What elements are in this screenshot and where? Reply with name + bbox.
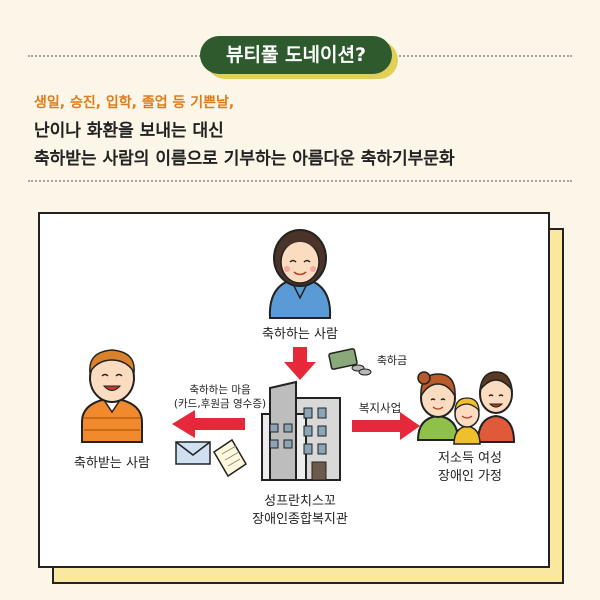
arrow-right-icon <box>352 412 420 440</box>
headline-line-1: 난이나 화환을 보내는 대신 <box>34 121 224 141</box>
bottom-dotted-divider <box>28 180 572 182</box>
card-receipt-icon <box>212 438 248 478</box>
beneficiary-label-line-1: 저소득 여성 <box>438 451 502 466</box>
title-badge: 뷰티풀 도네이션? <box>200 36 392 74</box>
arrow-left-icon <box>172 410 245 438</box>
receiver-illustration <box>81 349 143 443</box>
welfare-label: 복지사업 <box>358 401 402 415</box>
family-illustration <box>416 371 516 445</box>
welfare-center-building <box>261 380 341 481</box>
beneficiary-label-line-2: 장애인 가정 <box>438 469 502 484</box>
org-label-line-2: 장애인종합복지관 <box>252 512 348 527</box>
giver-illustration <box>268 229 332 319</box>
arrow-down-icon <box>284 347 316 380</box>
message-label-line-2: (카드,후원금 영수증) <box>173 398 267 410</box>
page-title: 뷰티풀 도네이션? <box>226 44 366 66</box>
envelope-icon <box>175 441 211 465</box>
money-icon <box>328 348 372 376</box>
headline-line-2: 축하받는 사람의 이름으로 기부하는 아름다운 축하기부문화 <box>34 149 455 169</box>
money-label: 축하금 <box>376 354 408 367</box>
giver-label: 축하하는 사람 <box>262 327 338 342</box>
receiver-label: 축하받는 사람 <box>74 456 150 471</box>
subtitle: 생일, 승진, 입학, 졸업 등 기쁜날, <box>34 95 235 111</box>
message-label-line-1: 축하하는 마음 <box>189 384 251 396</box>
org-label-line-1: 성프란치스꼬 <box>264 494 336 509</box>
